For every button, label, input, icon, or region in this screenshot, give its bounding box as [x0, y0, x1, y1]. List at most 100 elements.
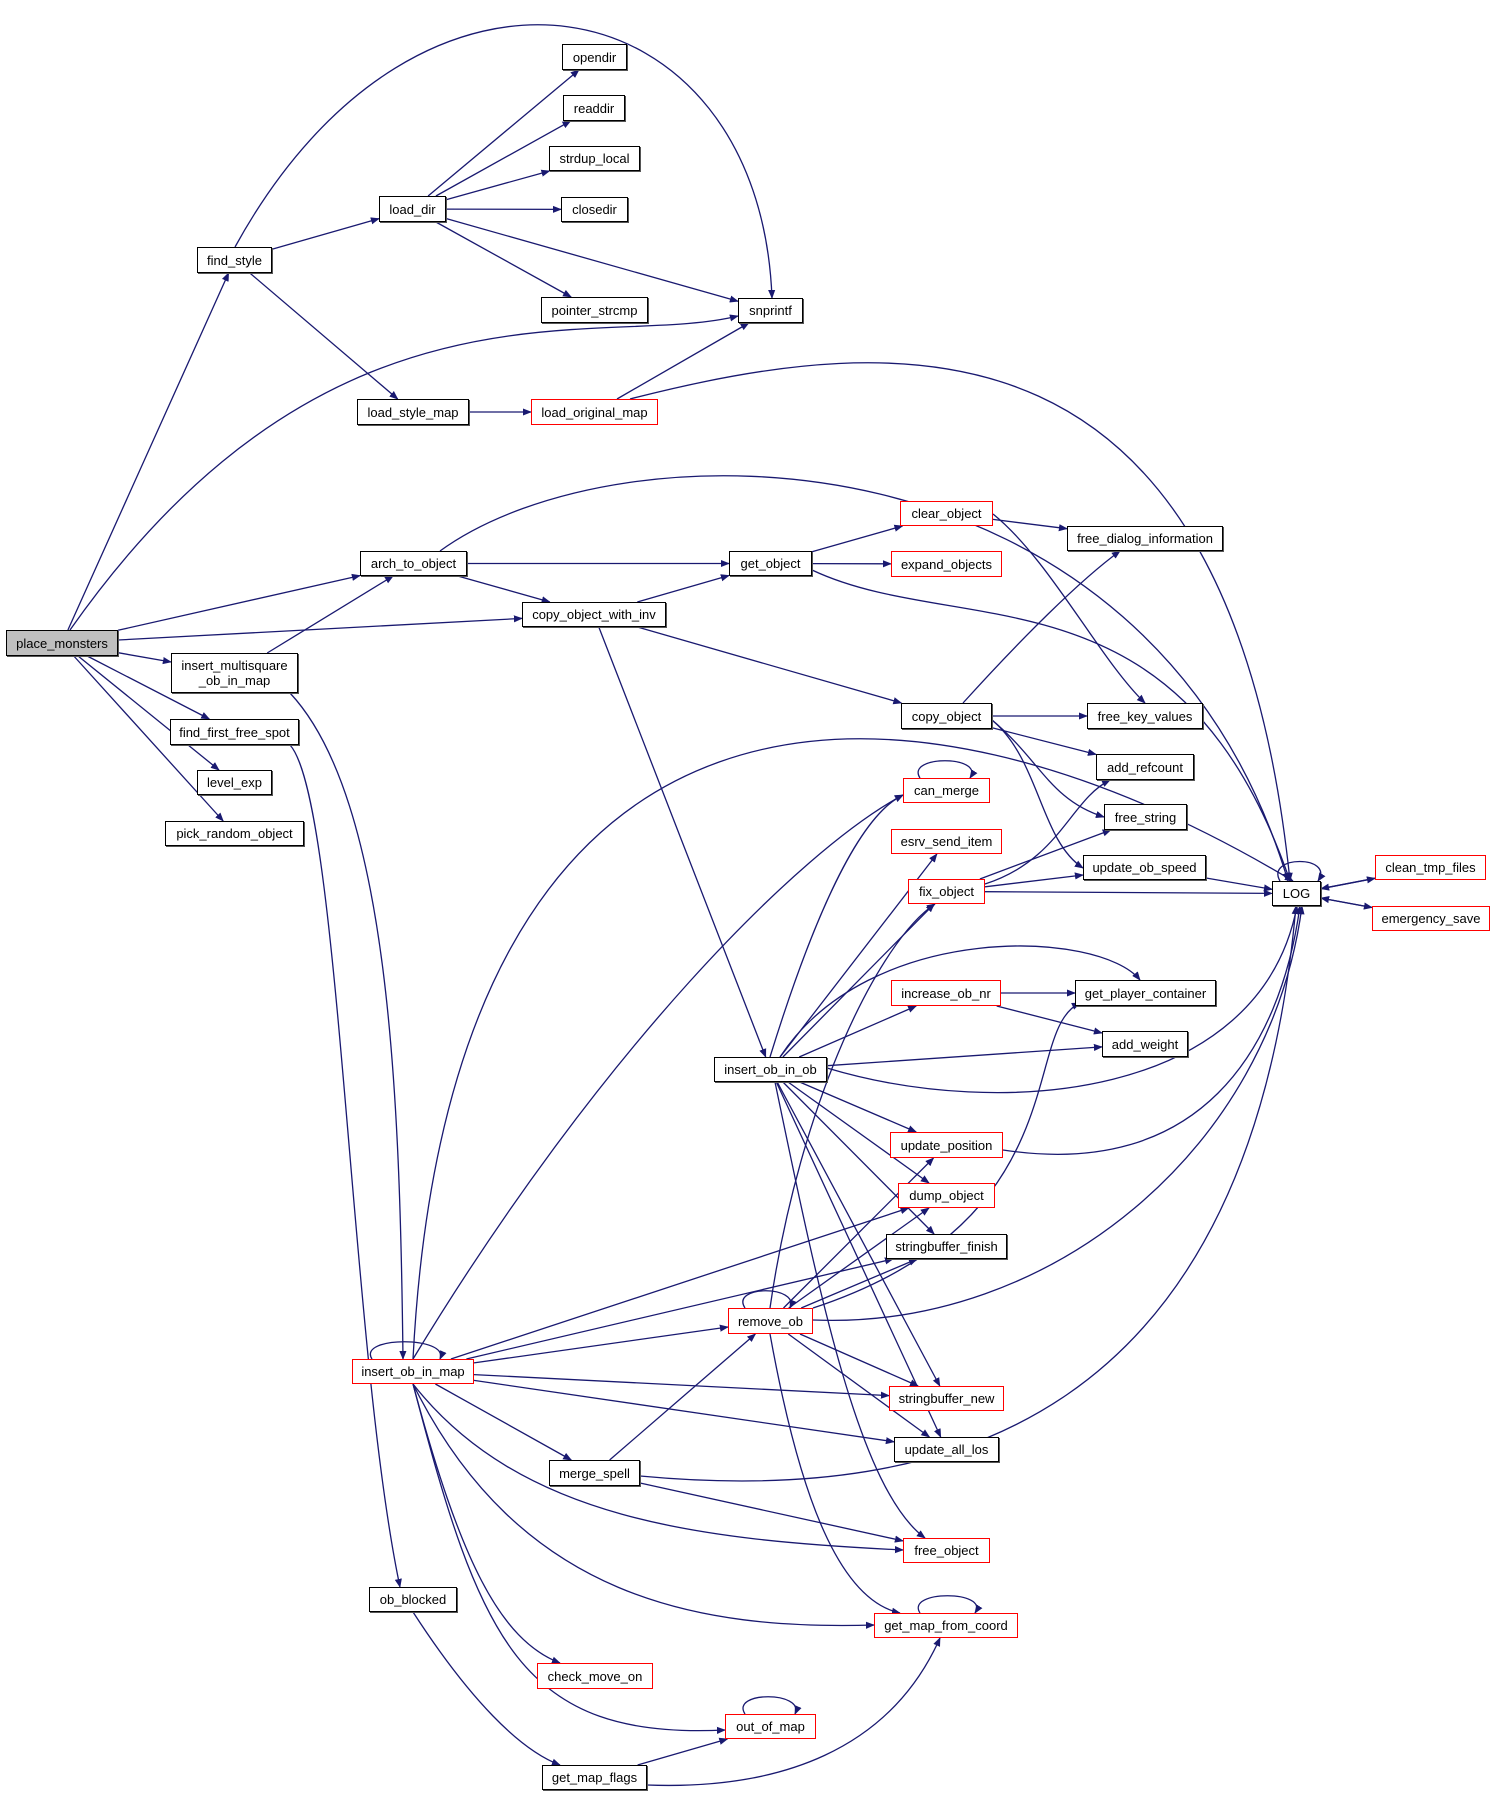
node-add-refcount[interactable]: add_refcount [1096, 754, 1194, 780]
node-label: insert_multisquare _ob_in_map [181, 658, 288, 688]
node-emergency-save[interactable]: emergency_save [1372, 906, 1490, 931]
node-get-object[interactable]: get_object [729, 551, 812, 576]
node-load-style-map[interactable]: load_style_map [357, 399, 469, 425]
edge-load_dir-to-strdup_local [445, 169, 551, 201]
node-get-player-container[interactable]: get_player_container [1075, 980, 1216, 1006]
node-find-first-free-spot[interactable]: find_first_free_spot [170, 719, 299, 745]
node-get-map-from-coord[interactable]: get_map_from_coord [874, 1613, 1018, 1638]
node-place-monsters: place_monsters [6, 630, 118, 656]
node-label: get_map_flags [551, 1770, 638, 1785]
edge-remove_ob-to-LOG [812, 905, 1305, 1322]
node-label: emergency_save [1381, 911, 1481, 926]
node-insert-multisquare-ob-in-map[interactable]: insert_multisquare _ob_in_map [171, 653, 298, 693]
node-merge-spell[interactable]: merge_spell [549, 1460, 640, 1486]
node-expand-objects[interactable]: expand_objects [891, 551, 1002, 577]
node-can-merge[interactable]: can_merge [903, 778, 990, 803]
node-update-all-los[interactable]: update_all_los [894, 1437, 999, 1462]
edge-out_of_map-to-out_of_map [742, 1696, 802, 1715]
edge-load_dir-to-readdir [435, 120, 572, 197]
node-label: insert_ob_in_ob [724, 1062, 817, 1077]
node-dump-object[interactable]: dump_object [898, 1183, 995, 1208]
node-find-style[interactable]: find_style [197, 247, 272, 273]
node-insert-ob-in-ob[interactable]: insert_ob_in_ob [714, 1057, 827, 1082]
node-load-dir[interactable]: load_dir [379, 196, 446, 222]
edge-copy_object_with_inv-to-copy_object [637, 626, 903, 705]
node-pick-random-object[interactable]: pick_random_object [165, 821, 304, 846]
node-label: free_object [914, 1543, 979, 1558]
node-label: copy_object_with_inv [532, 607, 656, 622]
edge-find_style-to-snprintf [234, 24, 776, 299]
node-label: update_ob_speed [1092, 860, 1197, 875]
edge-copy_object-to-free_string [991, 719, 1105, 818]
edge-clear_object-to-free_dialog_information [992, 518, 1068, 532]
node-arch-to-object[interactable]: arch_to_object [360, 551, 467, 576]
node-add-weight[interactable]: add_weight [1102, 1031, 1188, 1057]
edge-find_first_free_spot-to-ob_blocked [289, 744, 402, 1588]
node-free-key-values[interactable]: free_key_values [1087, 703, 1203, 729]
edge-remove_ob-to-update_position [783, 1157, 935, 1309]
edge-insert_ob_in_ob-to-stringbuffer_new [776, 1081, 941, 1387]
edge-ob_blocked-to-get_map_flags [412, 1611, 561, 1766]
node-stringbuffer-finish[interactable]: stringbuffer_finish [886, 1234, 1007, 1259]
node-strdup-local[interactable]: strdup_local [549, 146, 640, 171]
node-snprintf[interactable]: snprintf [738, 298, 803, 323]
node-label: opendir [572, 49, 617, 65]
node-label: pointer_strcmp [551, 302, 638, 318]
node-pointer-strcmp[interactable]: pointer_strcmp [541, 297, 648, 323]
node-label: update_all_los [904, 1442, 989, 1457]
node-check-move-on[interactable]: check_move_on [537, 1663, 653, 1689]
node-label: free_string [1114, 809, 1177, 825]
node-opendir[interactable]: opendir [562, 44, 627, 70]
edge-load_dir-to-snprintf [445, 217, 739, 303]
node-clean-tmp-files[interactable]: clean_tmp_files [1375, 855, 1486, 880]
node-free-object[interactable]: free_object [903, 1538, 990, 1563]
edge-get_object-to-clear_object [811, 524, 904, 553]
edge-arch_to_object-to-copy_object_with_inv [457, 575, 551, 604]
node-label: add_refcount [1107, 759, 1183, 775]
node-label: strdup_local [559, 151, 630, 166]
node-label: find_style [207, 252, 262, 268]
node-fix-object[interactable]: fix_object [908, 879, 985, 904]
edge-insert_ob_in_map-to-update_all_los [473, 1379, 895, 1445]
node-load-original-map[interactable]: load_original_map [531, 399, 658, 425]
node-log[interactable]: LOG [1272, 881, 1321, 906]
node-label: esrv_send_item [900, 834, 993, 849]
edge-insert_ob_in_ob-to-update_position [799, 1081, 918, 1133]
edge-remove_ob-to-fix_object [769, 903, 936, 1309]
node-copy-object-with-inv[interactable]: copy_object_with_inv [522, 602, 666, 627]
node-label: add_weight [1111, 1036, 1179, 1052]
node-esrv-send-item[interactable]: esrv_send_item [891, 829, 1002, 854]
node-update-ob-speed[interactable]: update_ob_speed [1083, 855, 1206, 880]
node-label: stringbuffer_new [898, 1391, 995, 1406]
node-update-position[interactable]: update_position [890, 1132, 1003, 1158]
edge-insert_multisquare_ob_in_map-to-insert_ob_in_map [289, 692, 407, 1360]
node-increase-ob-nr[interactable]: increase_ob_nr [891, 980, 1001, 1006]
node-clear-object[interactable]: clear_object [900, 501, 993, 526]
edge-emergency_save-to-LOG [1320, 896, 1373, 909]
node-out-of-map[interactable]: out_of_map [725, 1714, 816, 1739]
edge-arch_to_object-to-LOG [439, 475, 1290, 882]
node-label: arch_to_object [370, 556, 457, 571]
node-level-exp[interactable]: level_exp [197, 770, 272, 795]
node-label: check_move_on [547, 1668, 643, 1684]
edge-copy_object-to-add_refcount [991, 727, 1097, 756]
edge-insert_ob_in_ob-to-update_all_los [775, 1081, 942, 1438]
node-label: snprintf [749, 303, 792, 318]
node-closedir[interactable]: closedir [561, 197, 628, 222]
node-stringbuffer-new[interactable]: stringbuffer_new [889, 1386, 1004, 1411]
node-get-map-flags[interactable]: get_map_flags [542, 1765, 647, 1790]
node-copy-object[interactable]: copy_object [901, 703, 992, 729]
edge-load_original_map-to-LOG [629, 362, 1293, 882]
node-ob-blocked[interactable]: ob_blocked [369, 1587, 457, 1612]
node-label: pick_random_object [176, 826, 293, 841]
node-label: free_key_values [1097, 708, 1193, 724]
edge-remove_ob-to-remove_ob [742, 1290, 797, 1309]
node-free-dialog-information[interactable]: free_dialog_information [1067, 526, 1223, 551]
node-insert-ob-in-map[interactable]: insert_ob_in_map [352, 1359, 474, 1384]
node-label: remove_ob [737, 1313, 804, 1329]
node-label: load_original_map [541, 404, 648, 420]
node-free-string[interactable]: free_string [1104, 804, 1187, 830]
node-remove-ob[interactable]: remove_ob [728, 1308, 813, 1334]
edge-place_monsters-to-snprintf [69, 314, 739, 631]
node-readdir[interactable]: readdir [563, 95, 625, 121]
